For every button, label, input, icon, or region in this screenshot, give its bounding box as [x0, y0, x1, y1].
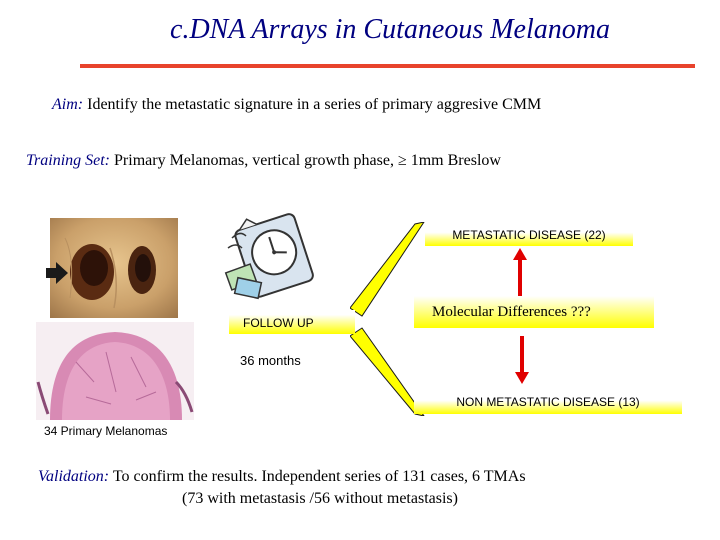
slide-title: c.DNA Arrays in Cutaneous Melanoma [170, 14, 610, 45]
metastatic-disease-box: METASTATIC DISEASE (22) [425, 216, 633, 246]
validation-line: Validation: To confirm the results. Inde… [38, 468, 526, 486]
training-line: Training Set: Primary Melanomas, vertica… [26, 152, 501, 170]
follow-up-box: FOLLOW UP [229, 310, 355, 334]
melanoma-lesion-photo [50, 218, 178, 318]
title-rule [80, 64, 695, 68]
branch-arrows [350, 222, 425, 416]
training-text: Primary Melanomas, vertical growth phase… [114, 152, 501, 169]
training-label: Training Set: [26, 152, 111, 169]
validation-text-continued: (73 with metastasis /56 without metastas… [182, 490, 458, 507]
validation-label: Validation: [38, 468, 110, 485]
histology-section-photo [36, 322, 194, 420]
down-arrow-icon [515, 336, 529, 384]
validation-text: To confirm the results. Independent seri… [112, 468, 526, 485]
aim-label: Aim: [52, 96, 84, 113]
aim-text: Identify the metastatic signature in a s… [87, 96, 542, 113]
months-label: 36 months [240, 353, 301, 368]
photo-caption: 34 Primary Melanomas [44, 424, 168, 438]
non-metastatic-disease-box: NON METASTATIC DISEASE (13) [414, 384, 682, 414]
up-arrow-icon [513, 248, 527, 296]
aim-line: Aim: Identify the metastatic signature i… [52, 96, 541, 114]
molecular-differences-box: Molecular Differences ??? [414, 296, 654, 328]
pointer-arrow-icon [46, 262, 68, 284]
clock-calendar-icon [224, 213, 314, 300]
